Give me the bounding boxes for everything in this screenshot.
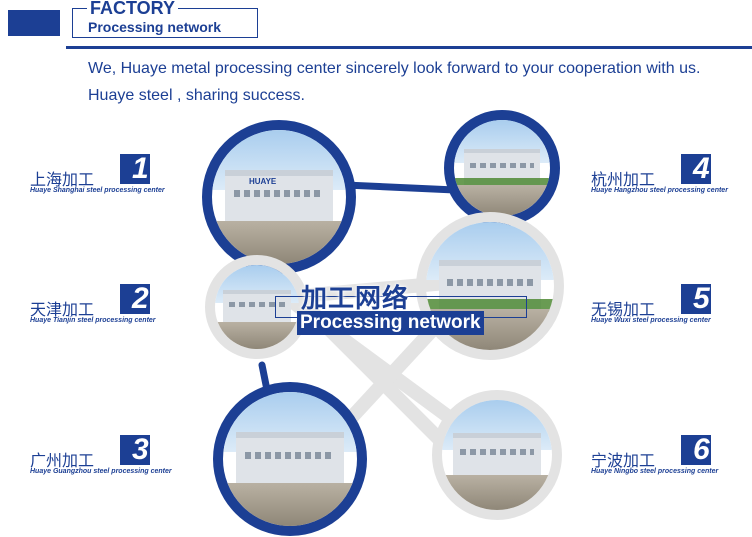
- center-number: 4: [693, 152, 710, 185]
- center-number: 3: [132, 433, 149, 466]
- photo-circle-wuxi: [416, 212, 564, 360]
- network-title-cn: 加工网络: [301, 283, 410, 313]
- factory-photo: [442, 400, 552, 510]
- center-name-en: Huaye Wuxi steel processing center: [591, 317, 711, 324]
- section-title: FACTORY: [87, 0, 179, 18]
- center-name-cn: 无锡加工: [591, 302, 656, 319]
- section-title-box: FACTORY Processing network: [72, 0, 258, 38]
- center-number: 1: [132, 152, 149, 185]
- center-number-badge: 4: [681, 152, 711, 185]
- header-accent-block: [8, 10, 60, 36]
- photo-circle-ningbo: [432, 390, 562, 520]
- factory-photo: [426, 222, 554, 350]
- factory-photo: [454, 120, 550, 216]
- center-number: 6: [693, 433, 710, 466]
- connector-blue: [341, 181, 459, 194]
- network-title-en: Processing network: [297, 311, 484, 335]
- center-number: 5: [693, 282, 710, 315]
- center-name-cn: 上海加工: [30, 172, 95, 189]
- center-number-badge: 5: [681, 282, 711, 315]
- center-name-cn: 宁波加工: [591, 453, 656, 470]
- center-name-en: Huaye Tianjin steel processing center: [30, 317, 156, 324]
- center-name-en: Huaye Hangzhou steel processing center: [591, 187, 728, 194]
- center-number: 2: [132, 282, 149, 315]
- center-number-badge: 6: [681, 433, 711, 466]
- photo-circle-shanghai: HUAYE: [202, 120, 356, 274]
- photo-circle-hangzhou: [444, 110, 560, 226]
- center-name-en: Huaye Ningbo steel processing center: [591, 468, 719, 475]
- center-name-cn: 天津加工: [30, 302, 95, 319]
- header-divider: [66, 46, 752, 49]
- factory-photo: HUAYE: [212, 130, 346, 264]
- factory-sign: HUAYE: [248, 177, 277, 187]
- center-name-cn: 杭州加工: [591, 172, 656, 189]
- factory-photo: [223, 392, 357, 526]
- center-name-cn: 广州加工: [30, 453, 95, 470]
- center-number-badge: 2: [120, 282, 150, 315]
- section-subtitle: Processing network: [88, 19, 222, 35]
- intro-line-2: Huaye steel , sharing success.: [88, 87, 305, 104]
- center-number-badge: 3: [120, 433, 150, 466]
- center-name-en: Huaye Guangzhou steel processing center: [30, 468, 172, 475]
- photo-circle-guangzhou: [213, 382, 367, 536]
- center-name-en: Huaye Shanghai steel processing center: [30, 187, 165, 194]
- center-number-badge: 1: [120, 152, 150, 185]
- intro-line-1: We, Huaye metal processing center sincer…: [88, 60, 701, 77]
